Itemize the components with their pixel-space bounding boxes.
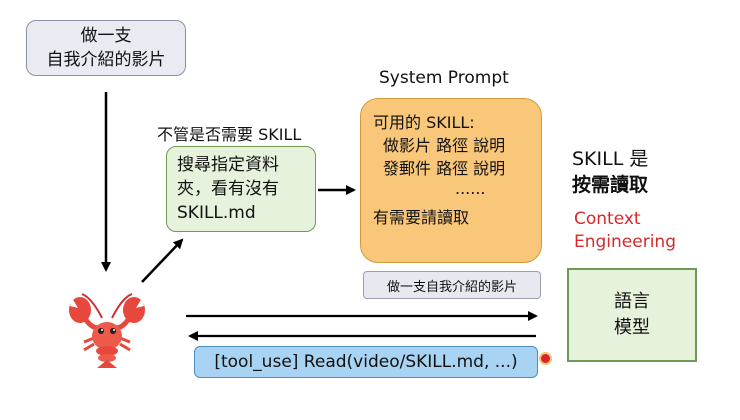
prompt-line-4: ...... (455, 179, 486, 198)
tool-call-text: [tool_use] Read(video/SKILL.md, ...) (214, 352, 518, 372)
task-box: 做一支 自我介紹的影片 (26, 20, 186, 76)
search-line-2: 夾，看有沒有 (177, 179, 279, 199)
task-line-2: 自我介紹的影片 (46, 50, 166, 70)
system-prompt-title: System Prompt (379, 68, 509, 88)
prompt-line-5: 有需要請讀取 (373, 208, 470, 227)
skill-note-line-2: 按需讀取 (572, 174, 649, 196)
context-engineering-label: Context Engineering (574, 208, 676, 254)
cursor-dot-icon (541, 354, 550, 363)
arrow-agent-to-search (141, 238, 184, 283)
context-line-1: Context (574, 209, 641, 229)
condition-label: 不管是否需要 SKILL (157, 125, 302, 144)
prompt-line-3: 發郵件 路徑 說明 (383, 159, 506, 178)
user-message-box: 做一支自我介紹的影片 (363, 271, 541, 299)
user-message-text: 做一支自我介紹的影片 (386, 279, 517, 295)
context-line-2: Engineering (574, 232, 676, 252)
task-line-1: 做一支 (80, 26, 132, 46)
model-line-2: 模型 (614, 317, 650, 338)
skill-note-line-1: SKILL 是 (572, 148, 649, 170)
tool-call-box: [tool_use] Read(video/SKILL.md, ...) (194, 346, 538, 378)
prompt-line-1: 可用的 SKILL: (373, 113, 475, 132)
search-line-3: SKILL.md (177, 203, 256, 223)
search-line-1: 搜尋指定資料 (177, 155, 279, 175)
skill-note: SKILL 是 按需讀取 (572, 146, 648, 198)
language-model-box: 語言 模型 (567, 268, 697, 362)
model-line-1: 語言 (614, 291, 650, 312)
prompt-line-2: 做影片 路徑 說明 (383, 136, 506, 155)
search-skill-box: 搜尋指定資料 夾，看有沒有 SKILL.md (166, 146, 316, 232)
lobster-icon (69, 293, 145, 368)
system-prompt-box: 可用的 SKILL: 做影片 路徑 說明 發郵件 路徑 說明 ...... 有需… (360, 98, 542, 263)
